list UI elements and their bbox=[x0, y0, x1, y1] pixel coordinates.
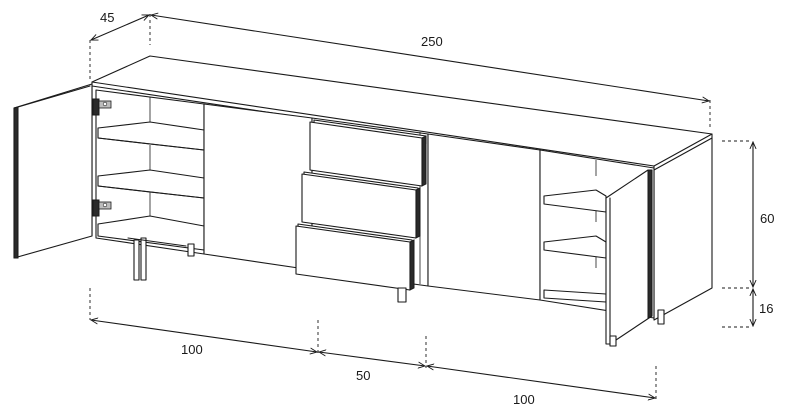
cabinet-right-side bbox=[653, 137, 713, 321]
segment-dimensions: 100 50 100 bbox=[89, 288, 657, 407]
body-height-label: 60 bbox=[760, 211, 774, 226]
left-door-panel bbox=[13, 83, 93, 259]
width-label: 250 bbox=[421, 34, 443, 49]
right-legs bbox=[609, 309, 665, 347]
leg-height-label: 16 bbox=[759, 301, 773, 316]
hinge-icon bbox=[92, 98, 112, 116]
left-door bbox=[13, 83, 112, 259]
segment-left-label: 100 bbox=[181, 342, 203, 357]
segment-middle-label: 50 bbox=[356, 368, 370, 383]
drawer-unit bbox=[295, 117, 429, 303]
depth-label: 45 bbox=[100, 10, 114, 25]
right-door-panel bbox=[605, 169, 653, 345]
hinge-icon bbox=[92, 199, 112, 217]
segment-right-label: 100 bbox=[513, 392, 535, 407]
right-door bbox=[605, 169, 653, 345]
right-center-door bbox=[427, 133, 541, 301]
left-legs bbox=[127, 237, 195, 281]
height-dimension: 60 16 bbox=[722, 140, 774, 328]
width-dimension: 250 bbox=[151, 15, 711, 130]
left-compartment bbox=[95, 89, 205, 255]
